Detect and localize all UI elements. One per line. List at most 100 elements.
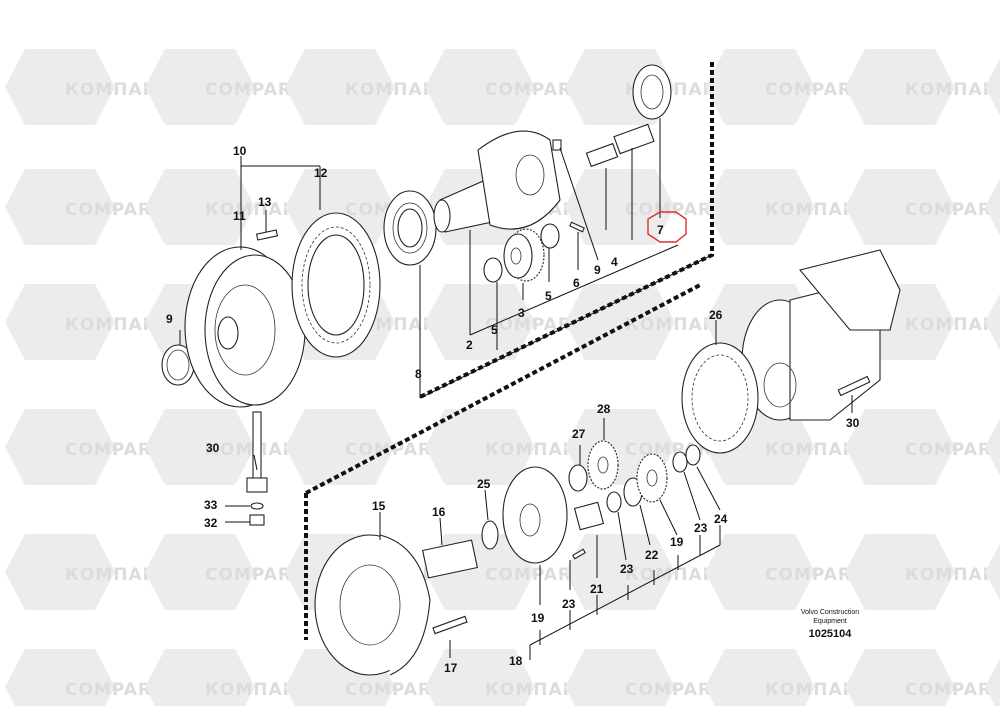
watermark-logo-shape: [845, 169, 955, 245]
watermark-text: COMPART: [625, 680, 724, 700]
washer-28-part: [568, 464, 588, 492]
part-label: 22: [645, 548, 659, 562]
part-label: 9: [594, 263, 601, 277]
cover-plate-part: [184, 246, 306, 408]
thrust-washer-part: [483, 223, 560, 283]
caption-code: 1025104: [809, 628, 853, 640]
lower-assembly-dashed-outline: [304, 283, 701, 640]
watermark-logo-shape: [705, 649, 815, 706]
part-label: 17: [444, 661, 458, 675]
watermark-text: COMPART: [765, 565, 864, 585]
watermark-text: КОМПАРТ: [485, 680, 589, 700]
watermark-text: КОМПАРТ: [345, 80, 449, 100]
watermark-text: КОМПАРТ: [905, 315, 1000, 335]
watermark-text: COMPART: [905, 680, 1000, 700]
part-label: 24: [714, 512, 728, 526]
snap-ring-25-part: [685, 444, 701, 466]
ring-gear-27-part: [681, 342, 759, 454]
watermark-logo-shape: [425, 649, 535, 706]
part-label: 8: [415, 367, 422, 381]
watermark-text: COMPART: [65, 680, 164, 700]
bearing-part: [383, 190, 437, 266]
small-pin-part: [569, 221, 585, 233]
watermark-logo-shape: [5, 169, 115, 245]
watermark-logo-shape: [145, 534, 255, 610]
watermark-logo-shape: [985, 178, 1000, 236]
bushing-part: [585, 123, 655, 168]
part-label: 32: [204, 516, 218, 530]
pin-24-part: [572, 548, 586, 560]
watermark-logo-shape: [845, 49, 955, 125]
watermark-text: COMPART: [905, 440, 1000, 460]
watermark-text: КОМПАРТ: [765, 440, 869, 460]
watermark-logo-shape: [705, 49, 815, 125]
part-label: 28: [597, 402, 611, 416]
watermark-text: COMPART: [205, 80, 304, 100]
watermark-logo-shape: [5, 409, 115, 485]
highlighted-part-label: 7: [657, 223, 664, 237]
watermark-logo-shape: [985, 658, 1000, 706]
spline-shaft-part: [421, 539, 479, 579]
watermark-logo-shape: [845, 534, 955, 610]
watermark-text: КОМПАРТ: [205, 200, 309, 220]
part-label: 13: [258, 195, 272, 209]
watermark-text: КОМПАРТ: [905, 565, 1000, 585]
caption-line1: Volvo Construction: [801, 609, 859, 616]
watermark-text: COMPART: [765, 80, 864, 100]
watermark-logo-shape: [145, 409, 255, 485]
watermark-logo-shape: [985, 418, 1000, 476]
watermark-logo-shape: [565, 649, 675, 706]
watermark-logo-shape: [845, 409, 955, 485]
part-label: 19: [531, 611, 545, 625]
part-label: 19: [670, 535, 684, 549]
part-label: 6: [573, 276, 580, 290]
ring-gear-part: [291, 212, 381, 358]
watermark-logo-shape: [145, 169, 255, 245]
watermark-logo-shape: [985, 58, 1000, 116]
part-label: 5: [491, 323, 498, 337]
watermark-logo-shape: [5, 649, 115, 706]
part-label: 9: [166, 312, 173, 326]
caption-block: Volvo Construction Equipment 1025104: [801, 609, 859, 640]
hydraulic-motor-part: [741, 249, 901, 421]
bushing-21-part: [573, 501, 605, 531]
watermark-text: КОМПАРТ: [205, 680, 309, 700]
watermark-logo-shape: [145, 649, 255, 706]
watermark-logo-shape: [985, 543, 1000, 601]
part-label: 30: [206, 441, 220, 455]
watermark-text: КОМПАРТ: [765, 680, 869, 700]
watermark-logo-shape: [845, 649, 955, 706]
part-label: 15: [372, 499, 386, 513]
watermark-text: КОМПАРТ: [765, 200, 869, 220]
part-label: 30: [846, 416, 860, 430]
watermark-logo-shape: [565, 534, 675, 610]
part-label: 27: [572, 427, 586, 441]
watermark-logo-shape: [985, 293, 1000, 351]
part-label: 3: [518, 306, 525, 320]
part-label: 23: [620, 562, 634, 576]
watermark-text: COMPART: [345, 680, 444, 700]
part-label: 25: [477, 477, 491, 491]
watermark-logo-shape: [425, 49, 535, 125]
bolt-30-part: [837, 375, 871, 397]
part-label: 21: [590, 582, 604, 596]
watermark-text: КОМПАРТ: [625, 315, 729, 335]
part-label: 23: [562, 597, 576, 611]
watermark-text: COMPART: [485, 565, 584, 585]
part-label: 4: [611, 255, 618, 269]
oil-seal-part: [632, 64, 672, 120]
part-label: 5: [545, 289, 552, 303]
watermark-text: COMPART: [625, 200, 724, 220]
gear-20-part: [636, 453, 668, 503]
caption-line2: Equipment: [813, 618, 847, 625]
planet-gear-part: [503, 228, 545, 282]
watermark-logo-shape: [5, 49, 115, 125]
part-label: 33: [204, 498, 218, 512]
lower-callout-lines: [225, 418, 721, 660]
watermark-text: COMPART: [905, 200, 1000, 220]
watermark-logo-shape: [705, 534, 815, 610]
part-label: 11: [233, 209, 246, 223]
part-label: 26: [709, 308, 723, 322]
part-label: 16: [432, 505, 446, 519]
